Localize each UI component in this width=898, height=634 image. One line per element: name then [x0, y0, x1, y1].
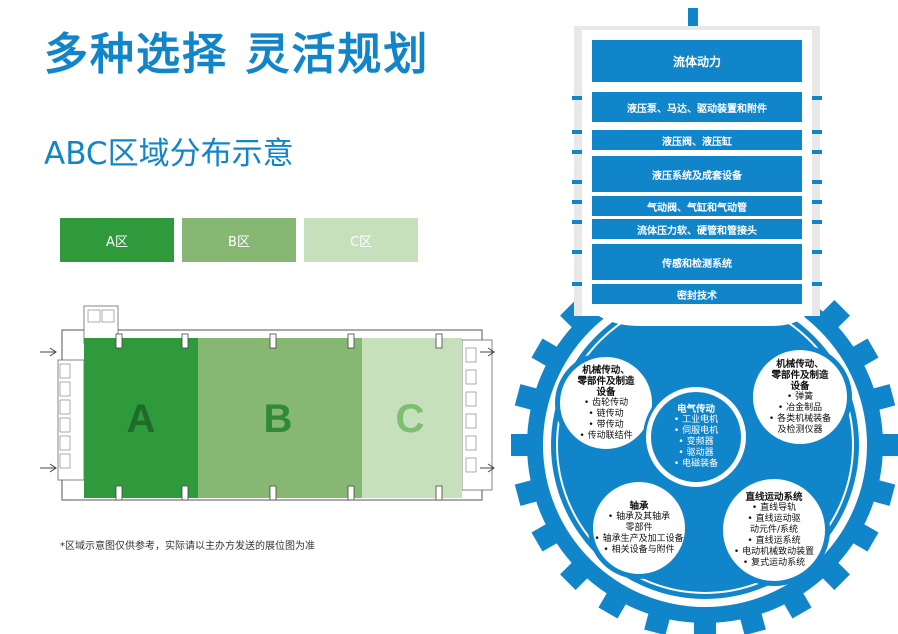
- circle-item: • 伺服电机: [673, 426, 719, 436]
- circle-title: 零部件及制造: [771, 369, 829, 381]
- page-subtitle: ABC区域分布示意: [44, 136, 294, 172]
- circle-item: 动元件/系统: [749, 524, 799, 535]
- zone-a-area: [84, 338, 198, 498]
- circle-electric-drive: 电气传动 • 工业电机 • 伺服电机 • 变频器 • 驱动器 • 电磁装备: [646, 387, 746, 487]
- disclaimer-note: *区域示意图仅供参考，实际请以主办方发送的展位图为准: [60, 541, 315, 552]
- circle-mechanical-transmission-2: 机械传动、 零部件及制造 设备 • 弹簧 • 冶金制品 • 各类机械装备 及检测…: [748, 345, 852, 449]
- top-pipe: [688, 8, 698, 30]
- category-sealing: 密封技术: [592, 284, 802, 304]
- circle-item: • 电动机械致动装置: [733, 546, 815, 557]
- entrance-arrows: [40, 347, 495, 473]
- zone-b-legend: B区: [182, 218, 296, 262]
- circle-item: • 工业电机: [673, 415, 719, 425]
- zone-a-legend: A区: [60, 218, 174, 262]
- stem-ticks: [572, 96, 822, 286]
- circle-title: 机械传动、: [582, 364, 630, 376]
- circle-item: • 复式运动系统: [742, 557, 806, 568]
- circle-item: • 直线导轨: [751, 502, 797, 513]
- category-sensors: 传感和检测系统: [592, 244, 802, 280]
- circle-title: 直线运动系统: [745, 491, 803, 503]
- column-markers: [115, 333, 443, 501]
- circle-title: 机械传动、: [776, 358, 824, 370]
- category-pneumatic: 气动阀、气缸和气动管: [592, 196, 802, 216]
- circle-item: • 带传动: [588, 419, 624, 430]
- circle-item: 零部件: [625, 522, 653, 533]
- floor-plan-map: A B C: [40, 305, 495, 501]
- circle-item: • 齿轮传动: [583, 397, 629, 408]
- category-fluid-power: 流体动力: [592, 40, 802, 82]
- circle-title: 轴承: [629, 500, 649, 512]
- circle-item: • 冶金制品: [777, 402, 823, 413]
- circle-item: • 相关设备与附件: [603, 544, 675, 555]
- circle-bearings: 轴承 • 轴承及其轴承 零部件 • 轴承生产及加工设备 • 相关设备与附件: [588, 477, 690, 579]
- circle-title: 设备: [790, 380, 810, 392]
- annex-rooms: [59, 309, 477, 473]
- category-hydraulic-pumps: 液压泵、马达、驱动装置和附件: [592, 92, 802, 122]
- circle-linear-motion: 直线运动系统 • 直线导轨 • 直线运动驱 动元件/系统 • 直线运系统 • 电…: [718, 474, 830, 586]
- zone-b-area: [198, 338, 362, 498]
- circle-item: • 电磁装备: [673, 459, 719, 469]
- circle-item: • 直线运动驱: [747, 513, 801, 524]
- zone-a-letter: A: [127, 397, 156, 441]
- circle-item: • 直线运系统: [747, 535, 801, 546]
- circle-mechanical-transmission-1: 机械传动、 零部件及制造 设备 • 齿轮传动 • 链传动 • 带传动 • 传动联…: [555, 352, 657, 454]
- category-hydraulic-systems: 液压系统及成套设备: [592, 156, 802, 192]
- circle-title: 设备: [596, 386, 616, 398]
- zone-c-area: [362, 338, 462, 498]
- circle-item: • 链传动: [588, 408, 624, 419]
- circle-item: • 传动联结件: [579, 430, 633, 441]
- category-hydraulic-valves: 液压阀、液压缸: [592, 130, 802, 150]
- zone-c-legend: C区: [304, 218, 418, 262]
- circle-item: • 变频器: [678, 437, 714, 447]
- exhibit-scope-title: 展品范围: [659, 346, 731, 367]
- right-annex: [461, 339, 493, 491]
- left-annex: [57, 359, 85, 481]
- zone-b-letter: B: [264, 397, 293, 441]
- circle-item: • 各类机械装备: [768, 413, 832, 424]
- circle-item: • 弹簧: [786, 391, 814, 402]
- circle-title: 零部件及制造: [577, 375, 635, 387]
- circle-item: • 轴承及其轴承: [607, 511, 671, 522]
- circle-item: • 轴承生产及加工设备: [594, 533, 684, 544]
- zone-c-letter: C: [396, 397, 425, 441]
- circle-item: 及检测仪器: [777, 424, 823, 435]
- category-fluid-hoses: 流体压力软、硬管和管接头: [592, 219, 802, 239]
- page-title: 多种选择 灵活规划: [44, 29, 430, 80]
- circle-title: 电气传动: [676, 404, 715, 415]
- circle-item: • 驱动器: [678, 448, 714, 458]
